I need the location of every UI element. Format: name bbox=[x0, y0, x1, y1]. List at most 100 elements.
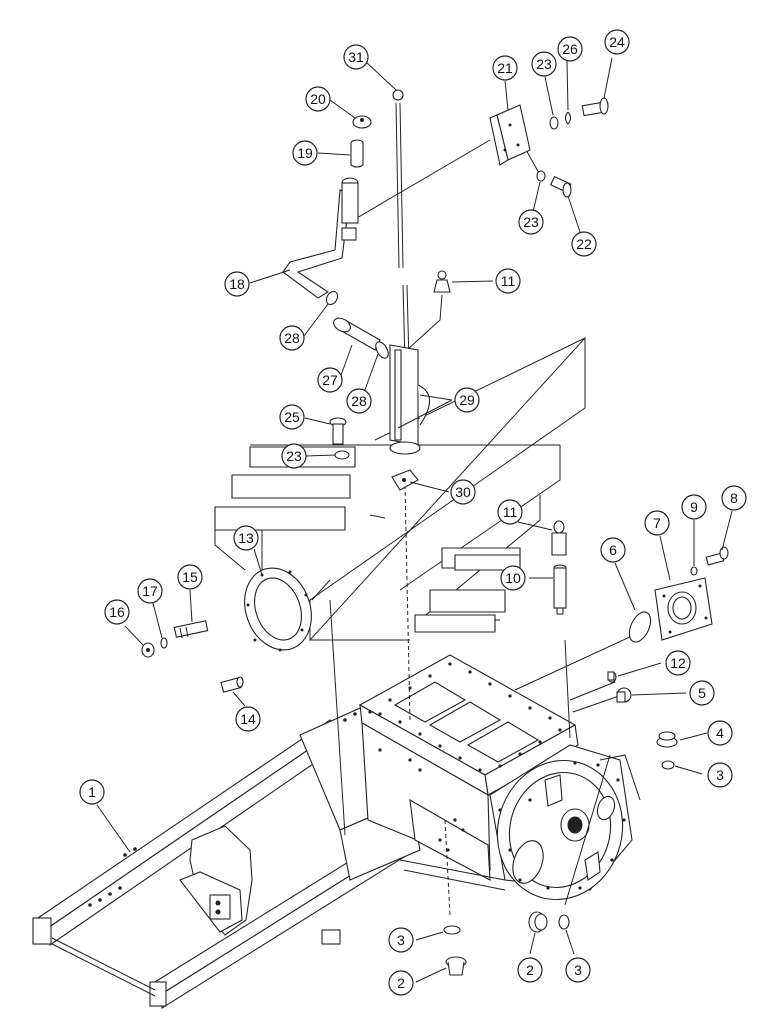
callout-21: 21 bbox=[492, 55, 518, 81]
ball-joint-upper bbox=[433, 270, 451, 293]
callout-28: 28 bbox=[279, 325, 305, 351]
callout-27: 27 bbox=[317, 367, 343, 393]
svg-text:13: 13 bbox=[238, 530, 254, 546]
callout-31: 31 bbox=[343, 44, 369, 70]
washer-25 bbox=[334, 450, 350, 460]
svg-text:17: 17 bbox=[142, 583, 158, 599]
handle-grip bbox=[333, 317, 389, 359]
svg-text:14: 14 bbox=[240, 711, 256, 727]
drain-plug-2b bbox=[528, 911, 548, 933]
main-frame bbox=[32, 654, 633, 1009]
svg-text:5: 5 bbox=[698, 685, 706, 701]
callout-20: 20 bbox=[305, 86, 331, 112]
callout-9: 9 bbox=[681, 494, 707, 520]
callout-25: 25 bbox=[279, 404, 305, 430]
bolt-8 bbox=[705, 546, 729, 566]
washer-17 bbox=[160, 637, 168, 649]
breather-cap bbox=[656, 731, 678, 748]
svg-text:30: 30 bbox=[455, 484, 471, 500]
stud bbox=[173, 620, 209, 639]
knob-nut bbox=[352, 115, 372, 129]
svg-text:18: 18 bbox=[229, 276, 245, 292]
callout-leaders bbox=[96, 57, 733, 983]
callout-19: 19 bbox=[292, 140, 318, 166]
shifter-bracket bbox=[389, 344, 431, 455]
callout-4: 4 bbox=[707, 720, 733, 746]
callout-26: 26 bbox=[557, 36, 583, 62]
gasket-3b bbox=[443, 925, 461, 935]
svg-text:10: 10 bbox=[505, 570, 521, 586]
pin bbox=[350, 139, 364, 168]
svg-text:2: 2 bbox=[397, 975, 405, 991]
washer-upper bbox=[549, 116, 559, 130]
svg-text:26: 26 bbox=[562, 41, 578, 57]
svg-text:4: 4 bbox=[716, 725, 724, 741]
svg-text:15: 15 bbox=[182, 569, 198, 585]
hex-nut-16 bbox=[141, 642, 155, 658]
callout-17: 17 bbox=[137, 578, 163, 604]
washer-9 bbox=[690, 566, 698, 576]
bolt-25 bbox=[329, 417, 347, 445]
svg-text:28: 28 bbox=[351, 393, 367, 409]
leader-lines bbox=[311, 139, 646, 916]
svg-text:23: 23 bbox=[523, 214, 539, 230]
lever-arm bbox=[282, 177, 359, 299]
callout-10: 10 bbox=[500, 565, 526, 591]
end-cover bbox=[654, 577, 713, 641]
svg-text:8: 8 bbox=[730, 490, 738, 506]
callout-15: 15 bbox=[177, 564, 203, 590]
callout-5: 5 bbox=[689, 680, 715, 706]
svg-text:11: 11 bbox=[503, 504, 518, 520]
control-rod bbox=[399, 102, 404, 269]
plug-5 bbox=[616, 687, 632, 703]
washer-mid bbox=[536, 170, 546, 182]
callout-23: 23 bbox=[281, 443, 307, 469]
callout-28: 28 bbox=[346, 388, 372, 414]
svg-text:19: 19 bbox=[297, 145, 313, 161]
svg-text:21: 21 bbox=[497, 60, 513, 76]
callout-30: 30 bbox=[450, 479, 476, 505]
svg-text:12: 12 bbox=[670, 655, 686, 671]
ring-upper bbox=[325, 290, 339, 306]
mount-bracket bbox=[489, 104, 531, 166]
callout-8: 8 bbox=[721, 485, 747, 511]
callout-11: 11 bbox=[497, 499, 523, 525]
svg-text:31: 31 bbox=[348, 49, 364, 65]
seal-ring bbox=[628, 611, 652, 643]
callout-23: 23 bbox=[518, 209, 544, 235]
svg-text:23: 23 bbox=[286, 448, 302, 464]
bolt-lower bbox=[549, 175, 572, 198]
drain-plug-2a bbox=[445, 956, 467, 976]
callout-12: 12 bbox=[665, 650, 691, 676]
callout-11: 11 bbox=[495, 268, 521, 294]
callout-24: 24 bbox=[604, 29, 630, 55]
svg-text:3: 3 bbox=[716, 767, 724, 783]
tube bbox=[553, 564, 567, 615]
callout-2: 2 bbox=[517, 957, 543, 983]
callout-13: 13 bbox=[233, 525, 259, 551]
svg-text:27: 27 bbox=[322, 372, 338, 388]
callout-18: 18 bbox=[224, 271, 250, 297]
callout-29: 29 bbox=[454, 387, 480, 413]
callout-2: 2 bbox=[388, 970, 414, 996]
callout-3: 3 bbox=[707, 762, 733, 788]
cover-plate-outline bbox=[214, 336, 586, 642]
bolt-upper bbox=[581, 97, 609, 117]
callout-7: 7 bbox=[644, 510, 670, 536]
plug-12 bbox=[607, 671, 617, 683]
gasket-3c bbox=[558, 914, 570, 930]
svg-text:20: 20 bbox=[310, 91, 326, 107]
gasket-3a bbox=[661, 760, 675, 770]
svg-text:7: 7 bbox=[653, 515, 661, 531]
svg-text:28: 28 bbox=[284, 330, 300, 346]
svg-text:11: 11 bbox=[501, 273, 516, 289]
ball-knob bbox=[392, 89, 404, 101]
svg-text:1: 1 bbox=[88, 784, 96, 800]
callout-3: 3 bbox=[565, 957, 591, 983]
ball-joint-lower bbox=[551, 520, 567, 556]
svg-text:29: 29 bbox=[459, 392, 475, 408]
svg-text:6: 6 bbox=[609, 542, 617, 558]
svg-text:3: 3 bbox=[574, 962, 582, 978]
svg-text:3: 3 bbox=[397, 932, 405, 948]
